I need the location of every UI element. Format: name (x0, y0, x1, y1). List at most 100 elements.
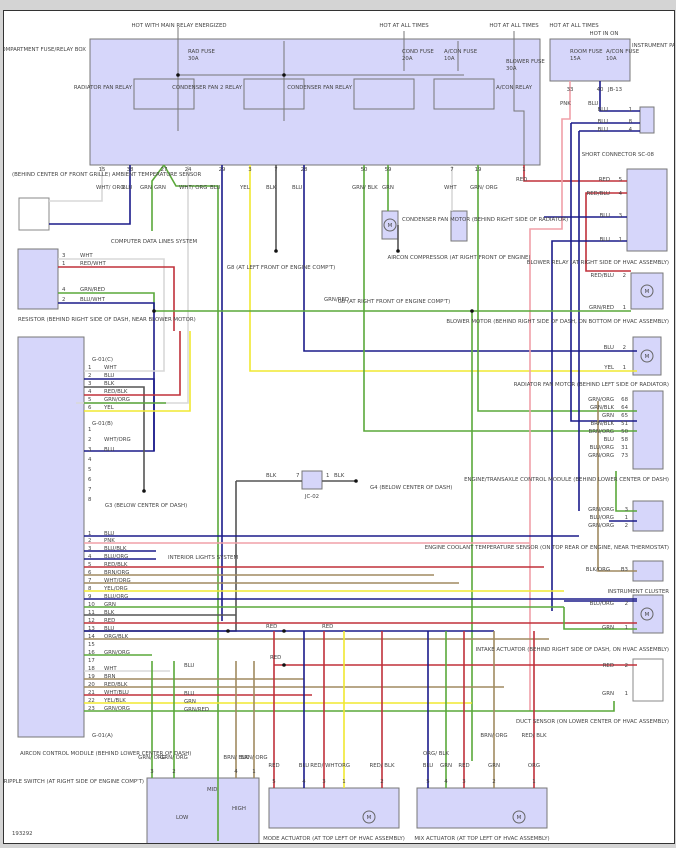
module-c-wire: YEL (103, 405, 114, 411)
module-a-wire: GRN/ORG (104, 650, 130, 656)
module-b-pin: 7 (88, 487, 91, 493)
module-a-wire: BLU/BLK (104, 546, 127, 552)
module-c-wire: WHT (104, 365, 117, 371)
radiator-fan-relay (133, 78, 195, 110)
mix-actuator-label: MIX ACTUATOR (AT TOP LEFT OF HVAC ASSEMB… (414, 836, 549, 842)
mode-pin: 2 (380, 779, 383, 785)
g3-label: G3 (BELOW CENTER OF DASH) (105, 503, 187, 509)
wire-red-blu (585, 192, 631, 272)
wire-15 (599, 81, 640, 112)
ecm-pin: 64 (621, 405, 628, 411)
splice-dot (282, 663, 286, 667)
mode-pin: 3 (322, 779, 325, 785)
instrument-cluster-label: INSTRUMENT CLUSTER (608, 589, 670, 595)
module-a-pin: 18 (88, 666, 95, 672)
module-a-wire: BLU/ORG (104, 554, 128, 560)
wire-label-top: PNK (560, 101, 571, 107)
mix-pin: 5 (426, 779, 429, 785)
ecm-wire: BLU (604, 437, 614, 443)
module-a-pin: 3 (88, 546, 91, 552)
wire-0 (49, 165, 103, 202)
module-c-pin: 4 (88, 389, 92, 395)
rad-fan-pin: 2 (623, 345, 626, 351)
wire-label-top: BLU (588, 101, 598, 107)
diagram-id: 193292 (12, 831, 33, 837)
coolant-sensor-label: ENGINE COOLANT TEMPERATURE SENSOR (ON TO… (425, 545, 669, 551)
short-pin: 4 (629, 127, 633, 133)
wire-6 (249, 165, 637, 372)
blower-relay-box (626, 168, 668, 252)
module-c-pin: 6 (88, 405, 92, 411)
wire-grn (615, 471, 637, 512)
ambient-sensor-label: (BEHIND CENTER OF FRONT GRILLE) AMBIENT … (12, 172, 202, 178)
duct-pin: 2 (625, 663, 628, 669)
splice-dot (142, 489, 146, 493)
module-a-wire: GRN (104, 602, 116, 608)
red-label: RED (322, 624, 333, 630)
wire-red-blk (84, 331, 181, 396)
blower-relay-pin: 5 (619, 177, 622, 183)
jc-pin: 1 (326, 473, 329, 479)
mode-wire: RED/ BLK (369, 763, 395, 769)
cluster-pin: B3 (621, 567, 628, 573)
engine-pin-7: 7 (274, 167, 277, 173)
engine-pin-59: 59 (385, 167, 392, 173)
ecm-wire: GRN/ORG (588, 453, 614, 459)
wire-label-top: WHT/ ORG (179, 185, 207, 191)
wire-label-top: GRN (140, 185, 152, 191)
wire-label-top: GRN (382, 185, 394, 191)
mix-wire: RED (458, 763, 469, 769)
module-c-wire: RED/BLK (104, 389, 128, 395)
radiator-fan-motor-box (632, 336, 662, 376)
ecm-pin: 68 (621, 397, 628, 403)
engine-pin-19: 19 (475, 167, 482, 173)
resistor-pin: 4 (62, 287, 66, 293)
ecm-wire: BLU/ORG (590, 445, 614, 451)
fuse-label: A/CON FUSE (444, 49, 478, 55)
module-a-pin: 22 (88, 698, 95, 704)
engine-pin-38: 38 (127, 167, 134, 173)
engine-pin-28: 28 (301, 167, 308, 173)
blower-relay-wire: RED/BLU (587, 191, 611, 197)
wire-blk (84, 386, 145, 491)
motor-icon: M (517, 815, 522, 821)
g4-label: G4 (BELOW CENTER OF DASH) (370, 485, 452, 491)
cluster-wire: BLK/ORG (586, 567, 610, 573)
resistor-pin: 2 (62, 297, 65, 303)
intake-actuator-box (632, 594, 664, 634)
ecm-box (632, 390, 664, 470)
engine-pin-7: 7 (450, 167, 453, 173)
mode-wire: RED/ WHT (310, 763, 338, 769)
wire-label-top: WHT (444, 185, 457, 191)
module-c-pin: 3 (88, 381, 91, 387)
module-b-pin: 6 (88, 477, 92, 483)
mode-wire: RED (268, 763, 279, 769)
tripple-wire: GRN/ ORG (138, 755, 166, 761)
label-main-relay: HOT WITH MAIN RELAY ENERGIZED (131, 23, 226, 29)
engine-pin-29: 29 (219, 167, 226, 173)
module-b-pin: 4 (88, 457, 92, 463)
motor-icon (640, 284, 654, 298)
mix-wire: GRN (488, 763, 500, 769)
grn-red-label: GRN/RED (324, 297, 349, 303)
jc-pin: 7 (296, 473, 299, 479)
wire-grn (563, 607, 637, 630)
module-b-pin: 3 (88, 447, 91, 453)
module-a-wire: RED/BLK (104, 682, 128, 688)
intake-wire: GRN (602, 625, 614, 631)
duct-pin: 1 (625, 691, 628, 697)
label-hot-2: HOT AT ALL TIMES (489, 23, 539, 29)
engine-pin-27: 27 (161, 167, 168, 173)
resistor-label: RESISTOR (BEHIND RIGHT SIDE OF DASH, NEA… (18, 317, 196, 323)
ecm-pin: 50 (621, 429, 628, 435)
wire-grn-red (58, 292, 631, 312)
splice-dot (354, 479, 358, 483)
splice-dot (274, 249, 278, 253)
wire-9 (363, 165, 637, 432)
short-wire: BLU (598, 107, 608, 113)
module-c-connector: G-01(C) (92, 357, 113, 363)
relay-label: CONDENSER FAN 2 RELAY (172, 85, 243, 91)
wire-8 (303, 165, 637, 352)
wire-blu (551, 240, 627, 611)
fuse-rating: 30A (188, 56, 199, 62)
